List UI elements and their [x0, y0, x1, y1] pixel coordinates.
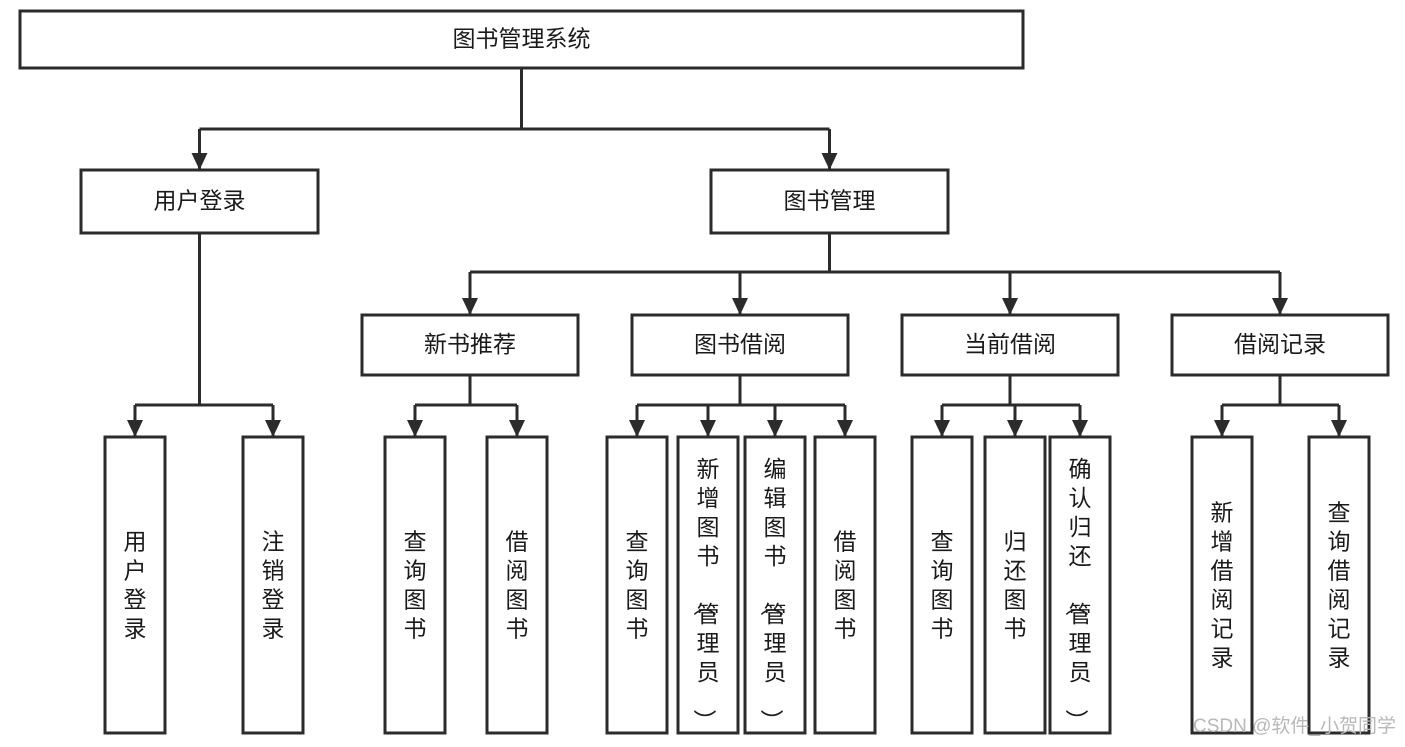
node-label-leaf-query-book-2: 查询图书: [626, 529, 649, 642]
arrow-head-icon: [1272, 298, 1288, 315]
node-leaf-query-book-2[interactable]: 查询图书: [605, 435, 669, 735]
arrow-head-icon: [1002, 298, 1018, 315]
node-leaf-user-login[interactable]: 用户登录: [103, 435, 167, 735]
node-leaf-borrow-book-2[interactable]: 借阅图书: [813, 435, 877, 735]
node-leaf-add-borrow-record[interactable]: 新增借阅记录: [1190, 435, 1254, 735]
node-label-leaf-query-book-1: 查询图书: [404, 529, 427, 642]
node-leaf-return-book[interactable]: 归还图书: [983, 435, 1047, 735]
arrow-head-icon: [407, 420, 423, 437]
connector-group-user-login: [127, 233, 281, 437]
node-label-user-login: 用户登录: [154, 188, 246, 214]
node-label-leaf-confirm-return-admin: 确认归还（管理员）: [1064, 456, 1092, 732]
arrow-head-icon: [732, 298, 748, 315]
arrow-head-icon: [1007, 420, 1023, 437]
node-box-leaf-user-login[interactable]: [103, 435, 167, 735]
node-box-leaf-borrow-book-2[interactable]: [813, 435, 877, 735]
node-label-leaf-user-login: 用户登录: [124, 529, 147, 642]
node-box-leaf-return-book[interactable]: [983, 435, 1047, 735]
node-borrow-record[interactable]: 借阅记录: [1170, 313, 1390, 377]
node-box-leaf-query-book-1[interactable]: [383, 435, 447, 735]
arrow-head-icon: [462, 298, 478, 315]
arrow-head-icon: [127, 420, 143, 437]
connector-group-borrow-record: [1214, 375, 1347, 437]
node-box-leaf-borrow-book-1[interactable]: [485, 435, 549, 735]
arrow-head-icon: [700, 420, 716, 437]
node-leaf-confirm-return-admin[interactable]: 确认归还（管理员）: [1048, 435, 1112, 735]
connector-layer: [127, 68, 1347, 437]
node-box-leaf-query-book-3[interactable]: [910, 435, 974, 735]
node-leaf-query-book-3[interactable]: 查询图书: [910, 435, 974, 735]
node-leaf-borrow-book-1[interactable]: 借阅图书: [485, 435, 549, 735]
csdn-watermark: CSDN @软件_小贺同学: [1193, 715, 1396, 737]
node-box-book-borrow[interactable]: [630, 313, 850, 377]
connector-group-root: [191, 68, 838, 170]
node-leaf-logout-login[interactable]: 注销登录: [241, 435, 305, 735]
node-box-leaf-query-borrow-record[interactable]: [1307, 435, 1371, 735]
node-leaf-edit-book-admin[interactable]: 编辑图书（管理员）: [743, 435, 807, 735]
arrow-head-icon: [629, 420, 645, 437]
connector-group-new-book-recommend: [407, 375, 525, 437]
connector-group-current-borrow: [934, 375, 1088, 437]
arrow-head-icon: [934, 420, 950, 437]
node-book-borrow[interactable]: 图书借阅: [630, 313, 850, 377]
node-book-manage[interactable]: 图书管理: [709, 168, 950, 235]
node-box-new-book-recommend[interactable]: [360, 313, 580, 377]
arrow-head-icon: [1214, 420, 1230, 437]
node-box-leaf-add-borrow-record[interactable]: [1190, 435, 1254, 735]
node-box-user-login[interactable]: [79, 168, 320, 235]
node-box-leaf-edit-book-admin[interactable]: [743, 435, 807, 735]
node-layer: 图书管理系统用户登录图书管理新书推荐图书借阅当前借阅借阅记录用户登录注销登录查询…: [18, 9, 1390, 735]
connector-group-book-manage: [462, 233, 1288, 315]
node-label-current-borrow: 当前借阅: [964, 331, 1056, 357]
node-root[interactable]: 图书管理系统: [18, 9, 1025, 70]
node-label-leaf-query-borrow-record: 查询借阅记录: [1328, 500, 1351, 671]
arrow-head-icon: [837, 420, 853, 437]
arrow-head-icon: [509, 420, 525, 437]
node-label-leaf-query-book-3: 查询图书: [931, 529, 954, 642]
node-label-root: 图书管理系统: [453, 26, 591, 52]
node-label-leaf-return-book: 归还图书: [1004, 529, 1027, 642]
node-user-login[interactable]: 用户登录: [79, 168, 320, 235]
arrow-head-icon: [821, 153, 838, 170]
node-label-leaf-add-borrow-record: 新增借阅记录: [1211, 500, 1234, 671]
node-label-borrow-record: 借阅记录: [1234, 331, 1326, 357]
node-label-book-manage: 图书管理: [784, 188, 876, 214]
arrow-head-icon: [1072, 420, 1088, 437]
node-label-leaf-borrow-book-2: 借阅图书: [834, 529, 857, 642]
node-leaf-add-book-admin[interactable]: 新增图书（管理员）: [676, 435, 740, 735]
node-leaf-query-book-1[interactable]: 查询图书: [383, 435, 447, 735]
arrow-head-icon: [191, 153, 208, 170]
node-box-leaf-query-book-2[interactable]: [605, 435, 669, 735]
node-label-leaf-logout-login: 注销登录: [262, 529, 285, 642]
node-box-leaf-add-book-admin[interactable]: [676, 435, 740, 735]
node-leaf-query-borrow-record[interactable]: 查询借阅记录: [1307, 435, 1371, 735]
node-box-book-manage[interactable]: [709, 168, 950, 235]
connector-group-book-borrow: [629, 375, 853, 437]
arrow-head-icon: [265, 420, 281, 437]
node-new-book-recommend[interactable]: 新书推荐: [360, 313, 580, 377]
node-label-new-book-recommend: 新书推荐: [424, 331, 516, 357]
arrow-head-icon: [767, 420, 783, 437]
node-label-book-borrow: 图书借阅: [694, 331, 786, 357]
node-box-current-borrow[interactable]: [900, 313, 1120, 377]
node-box-leaf-logout-login[interactable]: [241, 435, 305, 735]
node-box-borrow-record[interactable]: [1170, 313, 1390, 377]
node-label-leaf-add-book-admin: 新增图书（管理员）: [692, 456, 720, 732]
node-current-borrow[interactable]: 当前借阅: [900, 313, 1120, 377]
node-label-leaf-edit-book-admin: 编辑图书（管理员）: [759, 456, 787, 732]
node-box-leaf-confirm-return-admin[interactable]: [1048, 435, 1112, 735]
node-box-root[interactable]: [18, 9, 1025, 70]
node-label-leaf-borrow-book-1: 借阅图书: [506, 529, 529, 642]
arrow-head-icon: [1331, 420, 1347, 437]
